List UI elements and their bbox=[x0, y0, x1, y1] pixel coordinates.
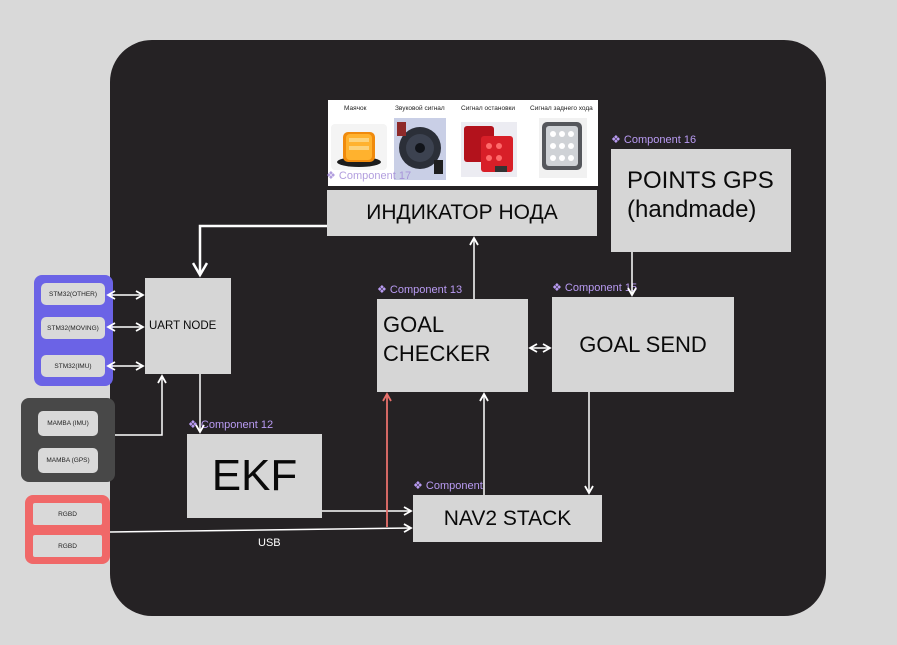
mamba-gps-chip[interactable]: MAMBA (GPS) bbox=[38, 448, 98, 473]
goal-send-block[interactable]: GOAL SEND bbox=[552, 297, 734, 392]
component-13-label: ❖ Component 13 bbox=[377, 284, 463, 296]
component-12-label: ❖ Component 12 bbox=[188, 419, 274, 431]
stm32-moving-chip[interactable]: STM32(MOVING) bbox=[41, 317, 105, 339]
horn-label: Звуковой сигнал bbox=[395, 105, 445, 112]
points-gps-block[interactable]: POINTS GPS (handmade) bbox=[611, 149, 791, 252]
rgbd-group: RGBD RGBD bbox=[25, 495, 110, 564]
ekf-block[interactable]: EKF bbox=[187, 434, 322, 518]
indicator-to-uart-arrow bbox=[200, 224, 327, 275]
speaker-horn-icon bbox=[394, 118, 446, 180]
orange-beacon-icon bbox=[331, 124, 387, 170]
component-17-label: ❖ Component 17 bbox=[326, 170, 412, 182]
stm32-group: STM32(OTHER) STM32(MOVING) STM32(IMU) bbox=[34, 275, 113, 386]
stop-signal-label: Сигнал остановки bbox=[461, 105, 516, 112]
rgbd-chip-2[interactable]: RGBD bbox=[33, 535, 102, 557]
red-stop-lights-icon bbox=[461, 122, 517, 177]
stm32-other-chip[interactable]: STM32(OTHER) bbox=[41, 283, 105, 305]
rgbd-to-nav2-arrow bbox=[109, 523, 413, 533]
goal-checker-block[interactable]: GOAL CHECKER bbox=[377, 299, 528, 392]
component-15-label: ❖ Component 15 bbox=[552, 282, 638, 294]
mamba-to-uart-arrow bbox=[115, 374, 167, 436]
points-gps-subtitle: (handmade) bbox=[627, 196, 757, 223]
reverse-light-icon bbox=[539, 118, 587, 178]
indicator-images-panel: Маячок Звуковой сигнал Сигнал остановки … bbox=[328, 100, 598, 186]
mamba-imu-chip[interactable]: MAMBA (IMU) bbox=[38, 411, 98, 436]
nav2-stack-block[interactable]: NAV2 STACK bbox=[413, 495, 602, 542]
stm32-imu-chip[interactable]: STM32(IMU) bbox=[41, 355, 105, 377]
beacon-label: Маячок bbox=[344, 105, 367, 112]
mamba-group: MAMBA (IMU) MAMBA (GPS) bbox=[21, 398, 115, 482]
goal-checker-line2: CHECKER bbox=[383, 341, 491, 366]
reverse-signal-label: Сигнал заднего хода bbox=[530, 105, 593, 112]
points-gps-title: POINTS GPS bbox=[627, 167, 774, 194]
component-nav-label: ❖ Component bbox=[413, 480, 483, 492]
indicator-node-block[interactable]: ИНДИКАТОР НОДА bbox=[327, 190, 597, 236]
usb-label: USB bbox=[258, 537, 281, 549]
component-16-label: ❖ Component 16 bbox=[611, 134, 697, 146]
uart-node-block[interactable]: UART NODE bbox=[145, 278, 231, 374]
goal-checker-line1: GOAL bbox=[383, 312, 445, 337]
rgbd-chip-1[interactable]: RGBD bbox=[33, 503, 102, 525]
